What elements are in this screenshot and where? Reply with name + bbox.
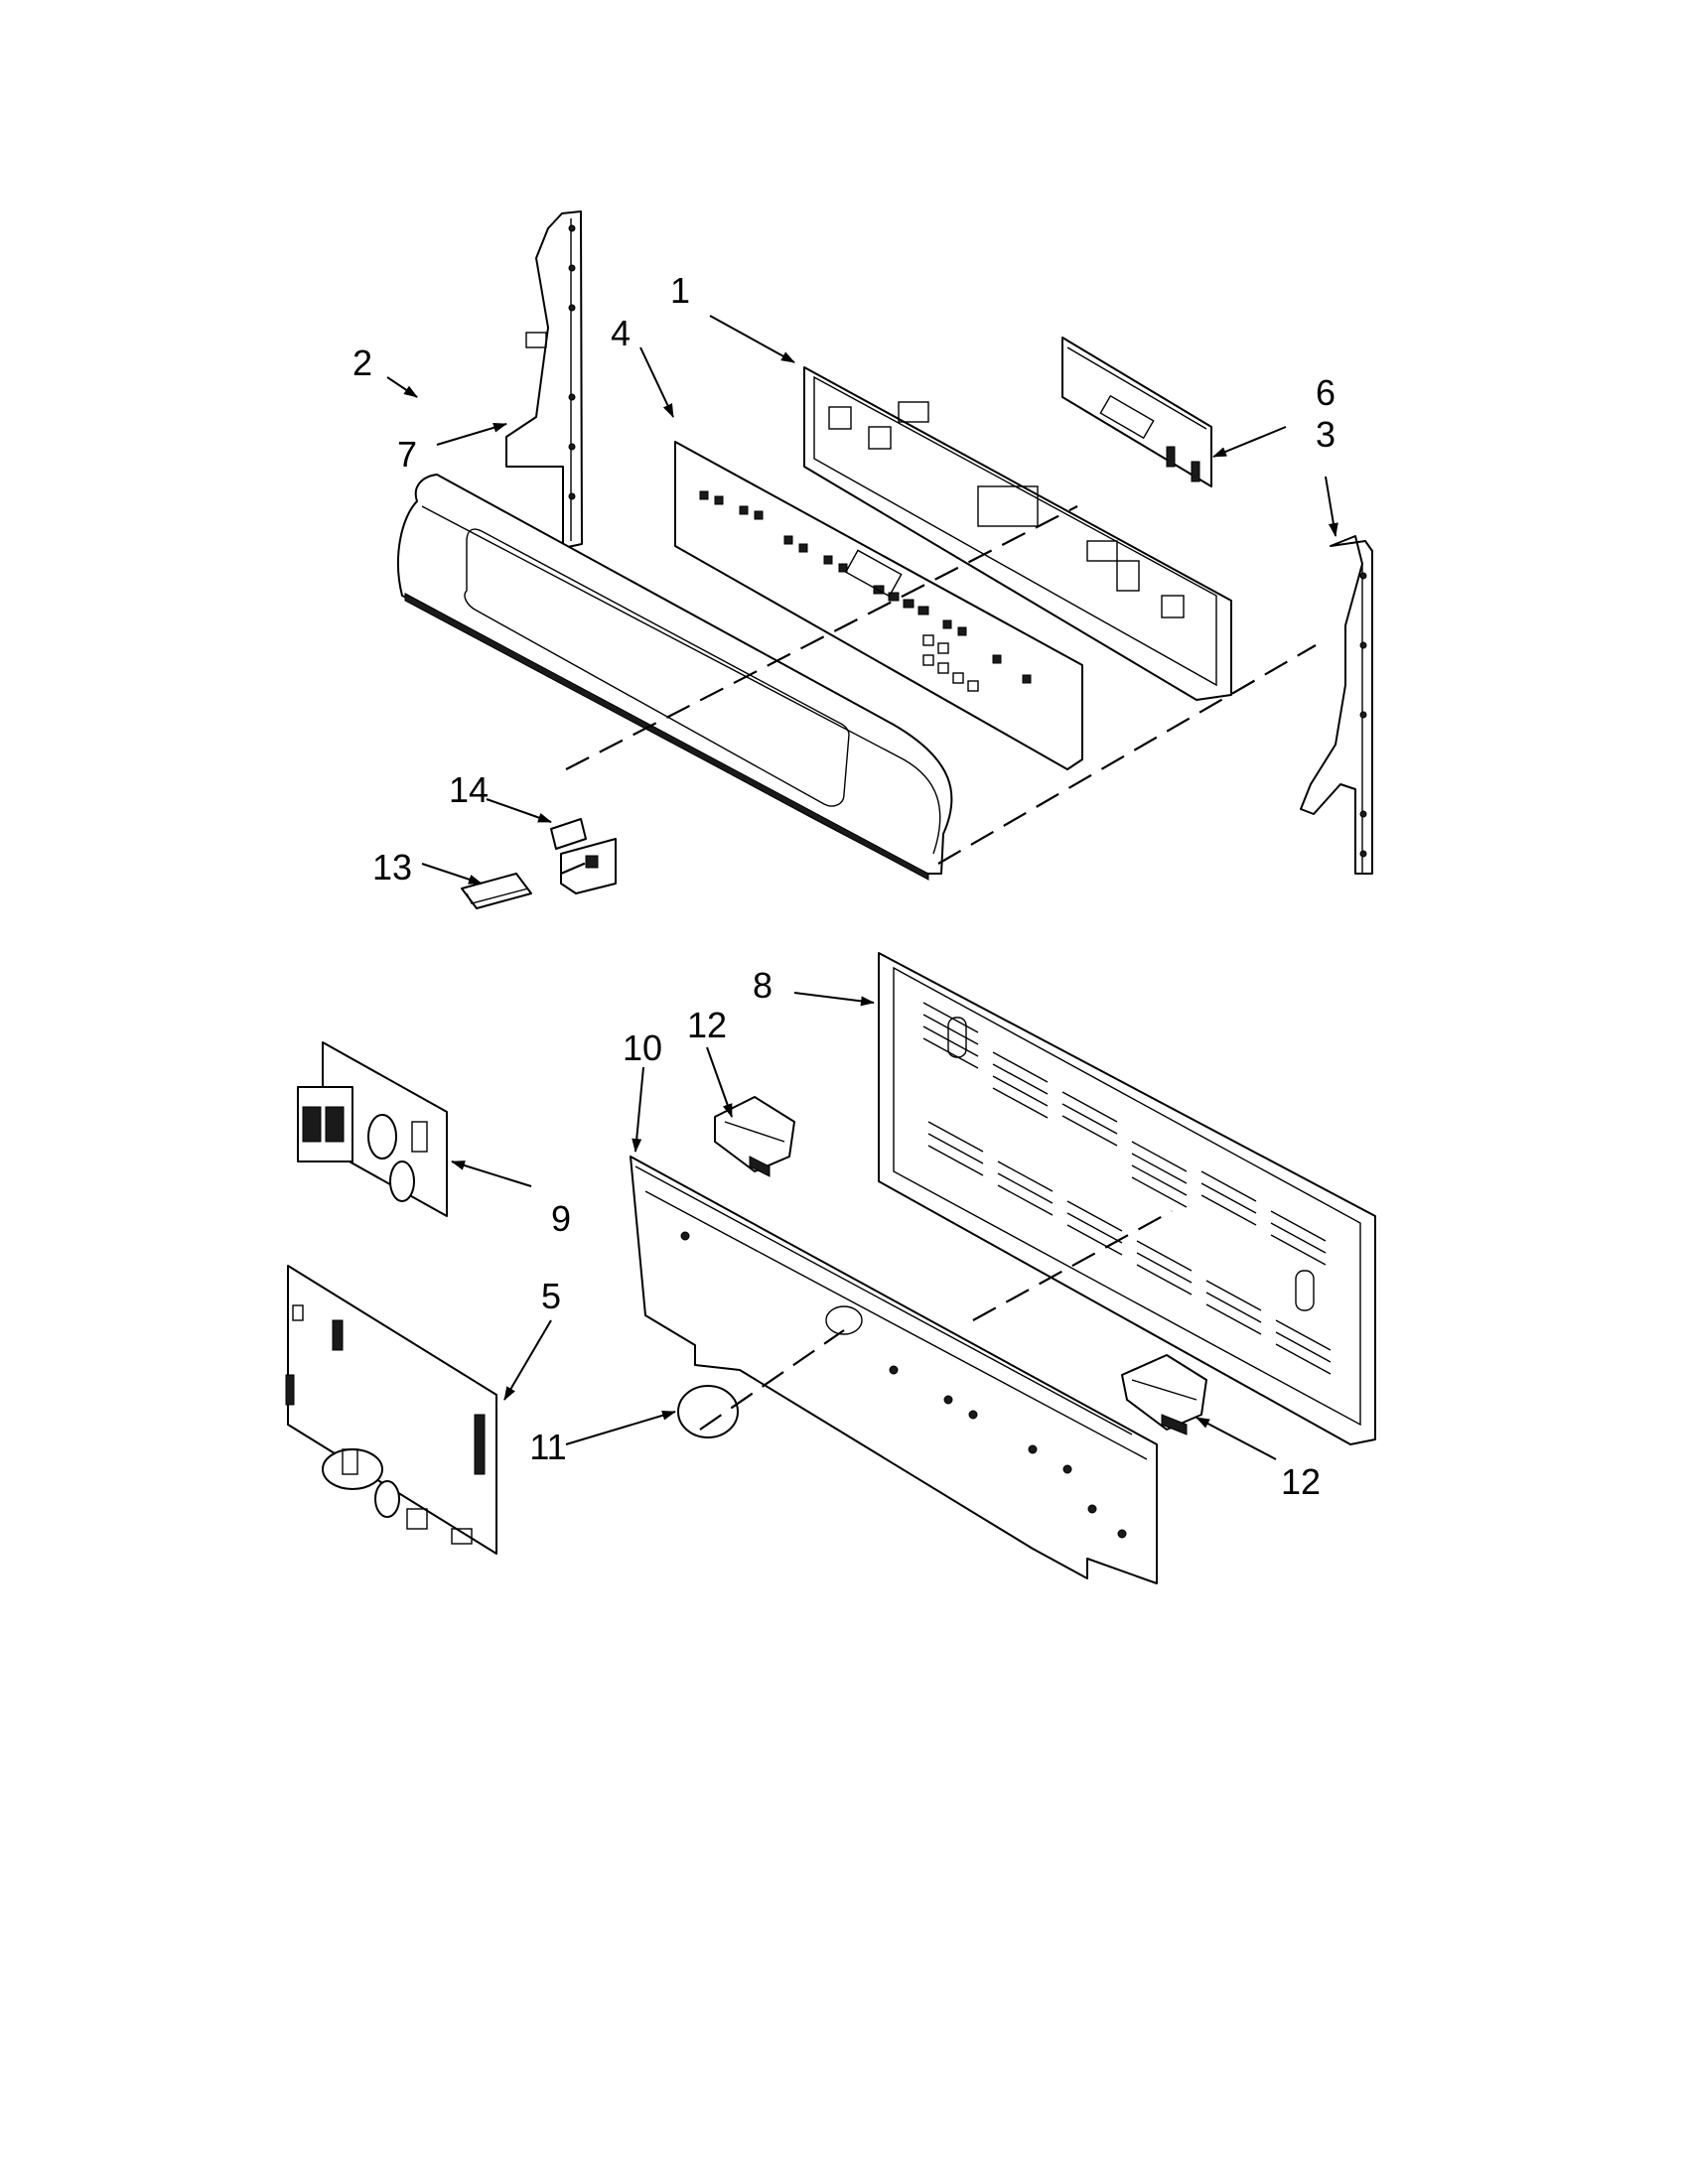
callout-10: 10	[623, 1027, 662, 1068]
callout-11: 11	[529, 1427, 566, 1467]
part-4-control-overlay	[674, 441, 1083, 770]
part-10-rear-bracket	[630, 1156, 1158, 1584]
callout-5: 5	[541, 1276, 561, 1316]
part-8-rear-panel	[878, 952, 1376, 1445]
callout-14: 14	[449, 769, 489, 810]
part-5-control-board	[285, 1265, 497, 1555]
callout-2: 2	[352, 342, 372, 383]
callout-8: 8	[753, 965, 773, 1006]
part-6-electronic-control	[1061, 337, 1212, 487]
callout-7: 7	[397, 434, 417, 475]
part-13-clip	[461, 873, 532, 909]
part-9-transformer-board	[297, 1041, 448, 1217]
callout-6: 6	[1316, 372, 1336, 413]
part-3-right-end-bracket	[1300, 535, 1373, 875]
assembly-lines	[560, 505, 1317, 1431]
part-14-clip	[550, 818, 617, 894]
callout-3: 3	[1316, 414, 1336, 455]
callout-13: 13	[372, 847, 412, 887]
leader-lines	[386, 315, 1338, 1460]
callouts: 1 2 3 4 5 6 7 8 9 10 11 12 12 13 14	[352, 270, 1336, 1502]
part-12-clip-upper	[714, 1096, 795, 1177]
part-12-clip-lower	[1121, 1354, 1207, 1435]
part-11-plug	[677, 1385, 739, 1438]
part-7-left-end-bracket	[505, 210, 583, 549]
part-2-control-console	[396, 474, 953, 881]
callout-12-upper: 12	[687, 1005, 727, 1045]
callout-4: 4	[611, 313, 631, 353]
callout-1: 1	[670, 270, 690, 311]
callout-12-lower: 12	[1281, 1461, 1321, 1502]
callout-9: 9	[551, 1198, 571, 1239]
part-1-control-panel-bracket	[803, 366, 1232, 701]
